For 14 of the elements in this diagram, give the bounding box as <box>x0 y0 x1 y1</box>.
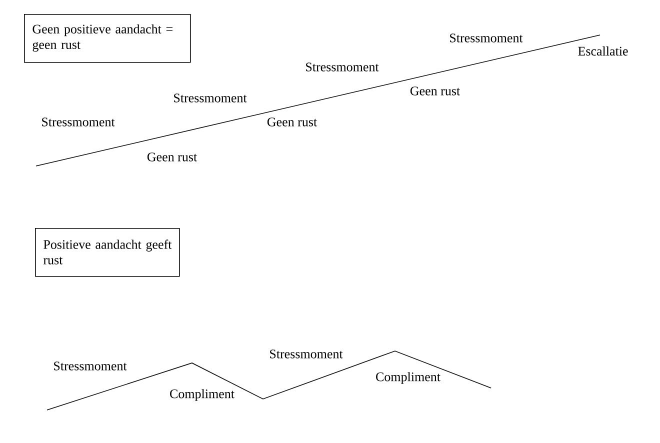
text-label: Compliment <box>170 389 234 401</box>
text-label: Geen rust <box>267 118 317 126</box>
text-label: Stressmoment <box>270 350 343 358</box>
text-label: Escallatie <box>578 46 628 56</box>
text-label: Compliment <box>376 372 440 384</box>
text-box: Positieve aandacht geeft rust <box>35 228 180 277</box>
text-label: Stressmoment <box>42 118 115 126</box>
text-label: Stressmoment <box>174 94 247 102</box>
text-label: Geen rust <box>147 152 198 162</box>
text-label: Geen rust <box>410 86 460 96</box>
text-label: Stressmoment <box>54 362 127 370</box>
text-box: Geen positieve aandacht = geen rust <box>24 14 191 63</box>
text-label: Stressmoment <box>450 34 523 42</box>
text-label: Stressmoment <box>306 62 379 72</box>
